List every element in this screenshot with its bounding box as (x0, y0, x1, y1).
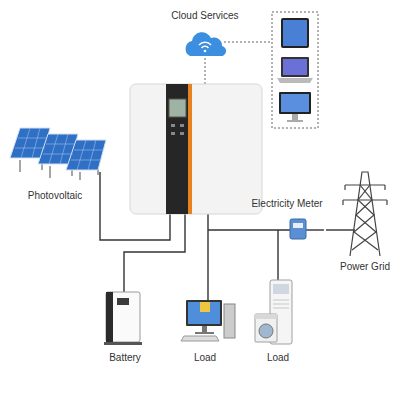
component-node: Photovoltaic (5, 118, 105, 202)
component-node: Cloud Services (160, 10, 250, 60)
component-node: Load (172, 290, 238, 364)
solar-panels (10, 128, 106, 180)
appliance-icon (255, 280, 292, 344)
component-label: Electricity Meter (250, 198, 323, 210)
grid-wire (334, 229, 355, 230)
dotted-line (224, 42, 272, 43)
load-wire (207, 214, 208, 300)
battery-icon (104, 292, 142, 345)
component-label: Battery (108, 352, 142, 364)
battery-wire (124, 214, 185, 292)
inverter (130, 84, 262, 214)
power-line (326, 229, 334, 230)
component-label: Photovoltaic (27, 190, 83, 202)
component-node: Power Grid (334, 165, 396, 273)
component-node: Electricity Meter (248, 198, 326, 242)
load-wire (277, 230, 278, 280)
meter-wire (306, 229, 324, 230)
component-node: Battery (95, 288, 155, 364)
devices (277, 18, 313, 122)
device-frame (272, 12, 318, 128)
tower-icon (343, 172, 387, 256)
component-label: Power Grid (339, 261, 391, 273)
component-label: Load (193, 352, 217, 364)
computer-icon (181, 300, 235, 341)
meter-icon (290, 219, 306, 239)
cloud-icon (186, 32, 227, 56)
component-node: Load (250, 275, 306, 364)
component-label: Cloud Services (170, 10, 239, 22)
dotted-line (205, 56, 206, 84)
component-label: Load (266, 352, 290, 364)
